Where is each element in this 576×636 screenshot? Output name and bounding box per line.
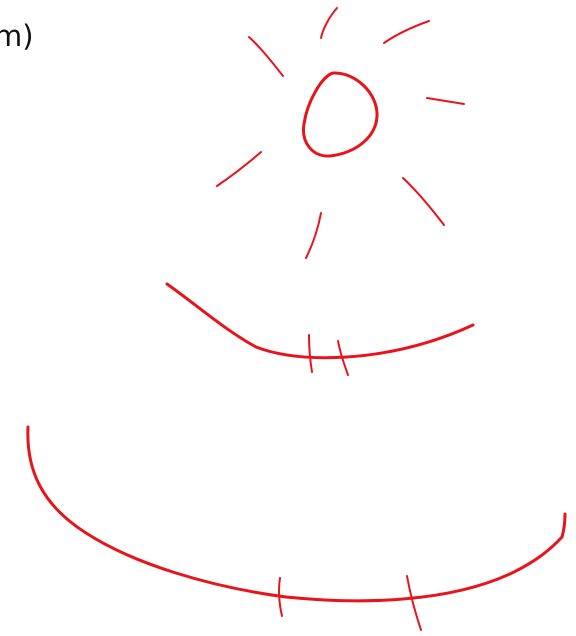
lower-arc-group [28,427,565,630]
sun-ray [321,8,337,38]
lower-arc-end [562,514,565,537]
sun-ray [403,178,444,225]
sun-rays [217,8,464,258]
sun-ray [427,98,464,104]
upper-tick [309,335,312,372]
lower-arc [28,427,562,601]
upper-arc [167,284,473,358]
upper-arc-group [167,284,473,375]
sun-ray [217,152,261,186]
sun-ray [249,37,283,76]
sun [217,8,464,258]
lower-tick [407,576,421,630]
sun-ray [384,21,429,43]
sun-ray [306,213,321,258]
sun-circle [304,73,378,156]
